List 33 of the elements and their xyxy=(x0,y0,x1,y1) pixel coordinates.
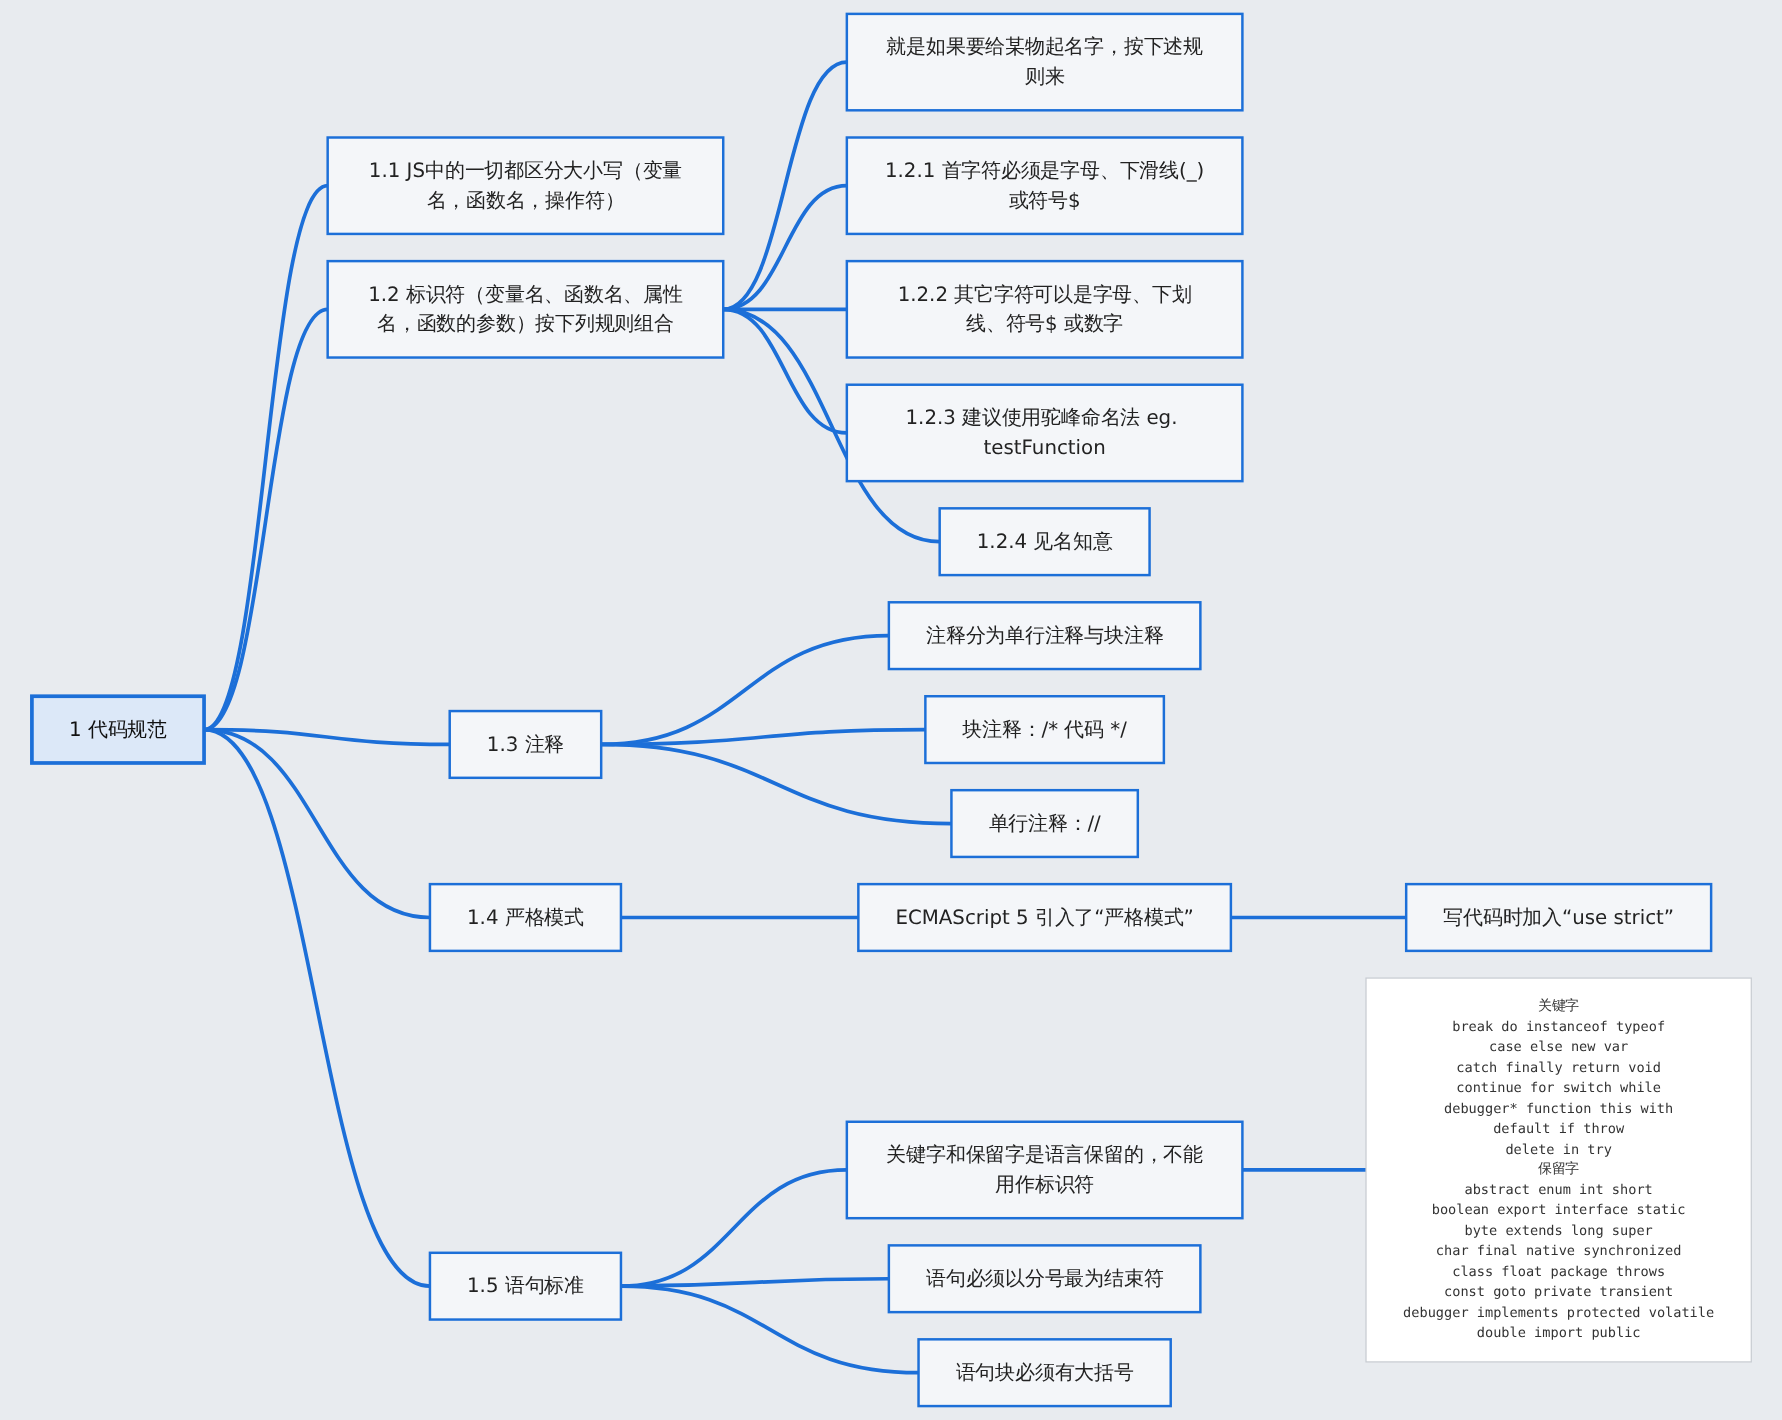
connector xyxy=(620,1284,919,1375)
node-box: 写代码时加入“use strict” xyxy=(1404,882,1712,953)
node-box: 注释分为单行注释与块注释 xyxy=(887,601,1201,671)
connector xyxy=(722,307,847,312)
node-box: 1.2.2 其它字符可以是字母、下划线、符号$ 或数字 xyxy=(845,259,1244,359)
connector xyxy=(1230,915,1406,920)
node-box: 语句块必须有大括号 xyxy=(916,1338,1172,1408)
connector xyxy=(1241,1168,1366,1172)
node-box: 1.2 标识符（变量名、函数名、属性名，函数的参数）按下列规则组合 xyxy=(325,259,724,359)
node-box: ECMAScript 5 引入了“严格模式” xyxy=(856,882,1232,953)
connector xyxy=(600,742,951,826)
node-box: 1.1 JS中的一切都区分大小写（变量名，函数名，操作符） xyxy=(325,136,724,236)
node-box: 1.2.1 首字符必须是字母、下滑线(_)或符号$ xyxy=(845,136,1244,236)
connector xyxy=(722,307,940,544)
connector xyxy=(202,727,431,1288)
node-box: 块注释：/* 代码 */ xyxy=(923,695,1165,765)
node-box: 1.3 注释 xyxy=(447,709,602,780)
connector xyxy=(202,307,328,732)
node-box: 1 代码规范 xyxy=(29,694,206,765)
connector xyxy=(202,184,329,732)
node-box: 1.5 语句标准 xyxy=(428,1251,622,1321)
node-box: 关键字和保留字是语言保留的，不能用作标识符 xyxy=(845,1120,1244,1220)
connector xyxy=(620,915,858,920)
node-box: 就是如果要给某物起名字，按下述规则来 xyxy=(845,12,1244,112)
node-box: 语句必须以分号最为结束符 xyxy=(887,1244,1201,1314)
node-box: 1.2.4 见名知意 xyxy=(937,507,1151,577)
connector xyxy=(600,633,889,747)
connector xyxy=(722,183,847,312)
connector xyxy=(722,307,847,435)
node-box: 1.2.3 建议使用驼峰命名法 eg. testFunction xyxy=(845,383,1244,483)
connector xyxy=(722,60,847,312)
node-box: 单行注释：// xyxy=(949,788,1139,859)
node-box: 1.4 严格模式 xyxy=(428,882,622,953)
